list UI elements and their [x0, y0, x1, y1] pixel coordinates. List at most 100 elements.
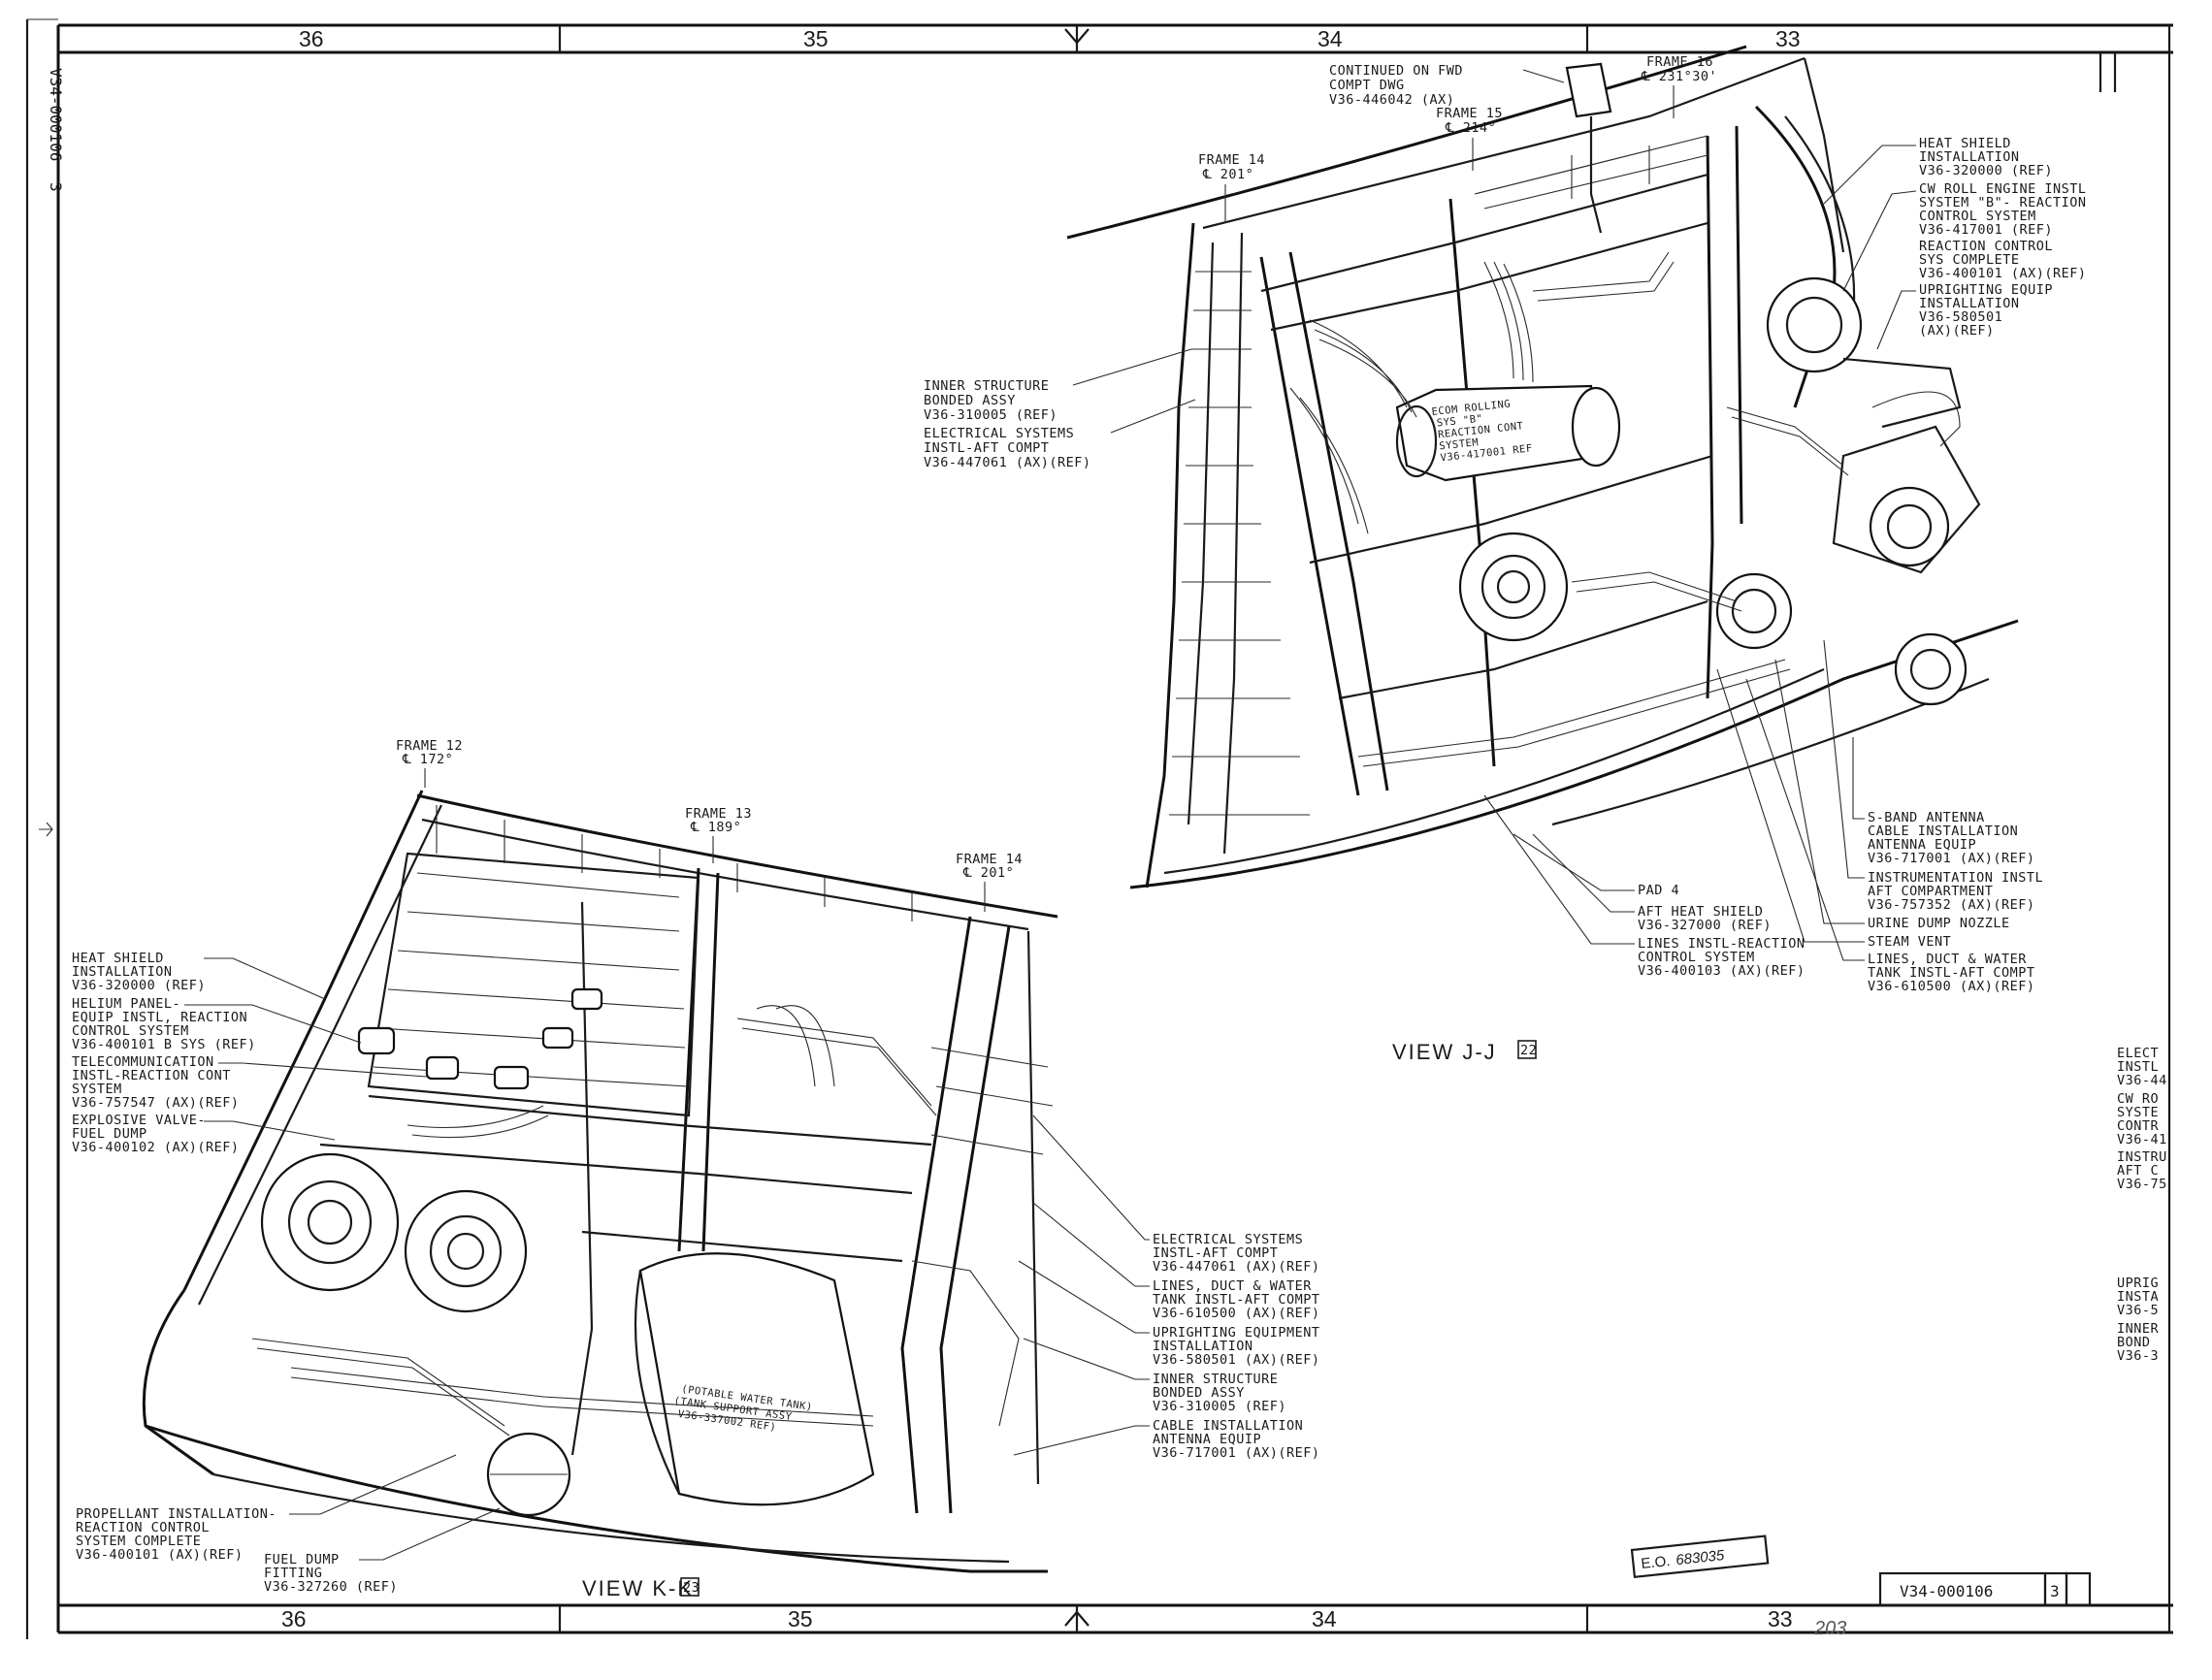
view-title: VIEW K-K [582, 1576, 694, 1600]
callout-line: V36-320000 (REF) [1919, 163, 2053, 178]
view-jj-left-callouts: INNER STRUCTURE BONDED ASSY V36-310005 (… [924, 348, 1196, 470]
callout-line: INNER STRUCTURE [924, 378, 1049, 394]
view-jj-frame-labels: FRAME 14 ℄ 201° FRAME 15 ℄ 214° FRAME 16… [1198, 54, 1717, 223]
callout-line: HELIUM PANEL- [72, 996, 180, 1012]
eo-stamp: E.O. 683035 [1630, 1535, 1770, 1579]
callout-line: STEAM VENT [1868, 934, 1951, 950]
edge-fragments: ELECT INSTL V36-44 CW RO SYSTE CONTR V36… [2117, 1046, 2167, 1364]
frame-label: FRAME 12 [396, 738, 463, 754]
callout-line: SYSTEM "B"- REACTION [1919, 195, 2087, 210]
zone-label: 36 [299, 26, 324, 51]
view-reference: 22 [1520, 1043, 1537, 1058]
callout-line: V36-610500 (AX)(REF) [1153, 1306, 1320, 1321]
fragment-line: V36-75 [2117, 1177, 2167, 1192]
callout-line: V36-400101 (AX)(REF) [1919, 266, 2087, 281]
view-kk-bottom-left-callouts: PROPELLANT INSTALLATION- REACTION CONTRO… [76, 1454, 501, 1595]
callout-line: BONDED ASSY [1153, 1385, 1245, 1401]
callout-line: (AX)(REF) [1919, 323, 1995, 339]
callout-line: S-BAND ANTENNA [1868, 810, 1985, 825]
callout-line: V36-717001 (AX)(REF) [1868, 851, 2035, 866]
callout-line: TANK INSTL-AFT COMPT [1153, 1292, 1320, 1308]
tank-text: SYS "B" [1436, 413, 1483, 430]
frame-label: FRAME 14 [956, 852, 1023, 867]
callout-line: FUEL DUMP [264, 1552, 340, 1567]
view-jj-lower-left-callouts: PAD 4 AFT HEAT SHIELD V36-327000 (REF) L… [1483, 794, 1805, 979]
view-jj-lower-right-callouts: S-BAND ANTENNA CABLE INSTALLATION ANTENN… [1716, 639, 2043, 994]
callout-line: V36-327000 (REF) [1638, 918, 1772, 933]
sheet-number: 3 [2050, 1582, 2060, 1600]
view-kk-illustration [142, 790, 1058, 1573]
callout-line: REACTION CONTROL [1919, 239, 2053, 254]
tank-text: SYSTEM [1439, 436, 1480, 452]
callout-line: LINES, DUCT & WATER [1153, 1278, 1312, 1294]
view-jj-tank-label: ECOM ROLLING SYS "B" REACTION CONT SYSTE… [1431, 398, 1533, 464]
side-drawing-number: V34-000106 [47, 68, 65, 161]
zone-label: 36 [281, 1606, 307, 1632]
frame-label: FRAME 15 [1436, 106, 1503, 121]
callout-line: INSTL-REACTION CONT [72, 1068, 231, 1083]
view-jj-top-note: CONTINUED ON FWD COMPT DWG V36-446042 (A… [1329, 63, 1565, 108]
callout-line: V36-447061 (AX)(REF) [1153, 1259, 1320, 1275]
callout-line: CW ROLL ENGINE INSTL [1919, 181, 2087, 197]
zone-numbers-bottom: 36 35 34 33 [281, 1606, 1793, 1632]
callout-line: INSTALLATION [1919, 149, 2020, 165]
callout-line: EQUIP INSTL, REACTION [72, 1010, 247, 1025]
callout-line: URINE DUMP NOZZLE [1868, 916, 2010, 931]
zone-numbers-top: 36 35 34 33 [299, 26, 1801, 51]
frame-station: ℄ 189° [690, 820, 741, 835]
callout-line: ANTENNA EQUIP [1153, 1432, 1261, 1447]
callout-line: SYSTEM [72, 1082, 122, 1097]
fragment-line: SYSTE [2117, 1105, 2159, 1120]
drawing-number-block: V34-000106 3 203 [1813, 1571, 2092, 1639]
callout-line: INSTL-AFT COMPT [924, 440, 1049, 456]
callout-line: V36-310005 (REF) [1153, 1399, 1286, 1414]
callout-line: TANK INSTL-AFT COMPT [1868, 965, 2035, 981]
callout-line: V36-717001 (AX)(REF) [1153, 1445, 1320, 1461]
callout-line: CABLE INSTALLATION [1868, 824, 2018, 839]
view-jj-title: VIEW J-J 22 [1392, 1040, 1537, 1064]
fragment-line: INSTRU [2117, 1149, 2167, 1165]
frame-station: ℄ 172° [402, 752, 453, 767]
callout-line: CONTROL SYSTEM [1638, 950, 1755, 965]
callout-line: V36-447061 (AX)(REF) [924, 455, 1091, 470]
fragment-line: ELECT [2117, 1046, 2159, 1061]
fragment-line: CONTR [2117, 1118, 2160, 1134]
callout-line: CONTROL SYSTEM [72, 1023, 189, 1039]
callout-line: ELECTRICAL SYSTEMS [1153, 1232, 1303, 1247]
callout-line: V36-580501 [1919, 309, 2002, 325]
zone-label: 34 [1312, 1606, 1337, 1632]
callout-line: REACTION CONTROL [76, 1520, 210, 1535]
callout-line: LINES INSTL-REACTION [1638, 936, 1805, 952]
callout-line: V36-327260 (REF) [264, 1579, 398, 1595]
zone-label: 35 [803, 26, 829, 51]
frame-label: FRAME 14 [1198, 152, 1265, 168]
fragment-line: V36-5 [2117, 1303, 2159, 1318]
fragment-line: AFT C [2117, 1163, 2159, 1179]
callout-line: PROPELLANT INSTALLATION- [76, 1506, 276, 1522]
view-jj-right-callouts: HEAT SHIELD INSTALLATION V36-320000 (REF… [1823, 136, 2087, 350]
frame-station: ℄ 231°30' [1641, 69, 1717, 84]
callout-line: UPRIGHTING EQUIPMENT [1153, 1325, 1320, 1341]
callout-line: INSTALLATION [1153, 1339, 1253, 1354]
callout-line: INSTALLATION [72, 964, 173, 980]
callout-line: V36-400101 (AX)(REF) [76, 1547, 244, 1563]
callout-line: LINES, DUCT & WATER [1868, 952, 2027, 967]
frame-label: FRAME 16 [1646, 54, 1713, 70]
eo-number: 683035 [1675, 1547, 1725, 1568]
view-reference: 23 [683, 1580, 699, 1596]
callout-line: INSTL-AFT COMPT [1153, 1245, 1278, 1261]
frame-station: ℄ 214° [1445, 120, 1496, 136]
callout-line: V36-400102 (AX)(REF) [72, 1140, 240, 1155]
view-jj-illustration [1066, 45, 2019, 889]
note-line: COMPT DWG [1329, 78, 1405, 93]
callout-line: INSTALLATION [1919, 296, 2020, 311]
note-line: CONTINUED ON FWD [1329, 63, 1463, 79]
callout-line: SYS COMPLETE [1919, 252, 2020, 268]
fragment-line: INSTA [2117, 1289, 2159, 1305]
eo-label: E.O. [1641, 1553, 1672, 1572]
handwritten-number: 203 [1813, 1618, 1846, 1639]
callout-line: ELECTRICAL SYSTEMS [924, 426, 1074, 441]
callout-line: V36-610500 (AX)(REF) [1868, 979, 2035, 994]
fragment-line: INNER [2117, 1321, 2160, 1337]
callout-line: V36-310005 (REF) [924, 407, 1057, 423]
